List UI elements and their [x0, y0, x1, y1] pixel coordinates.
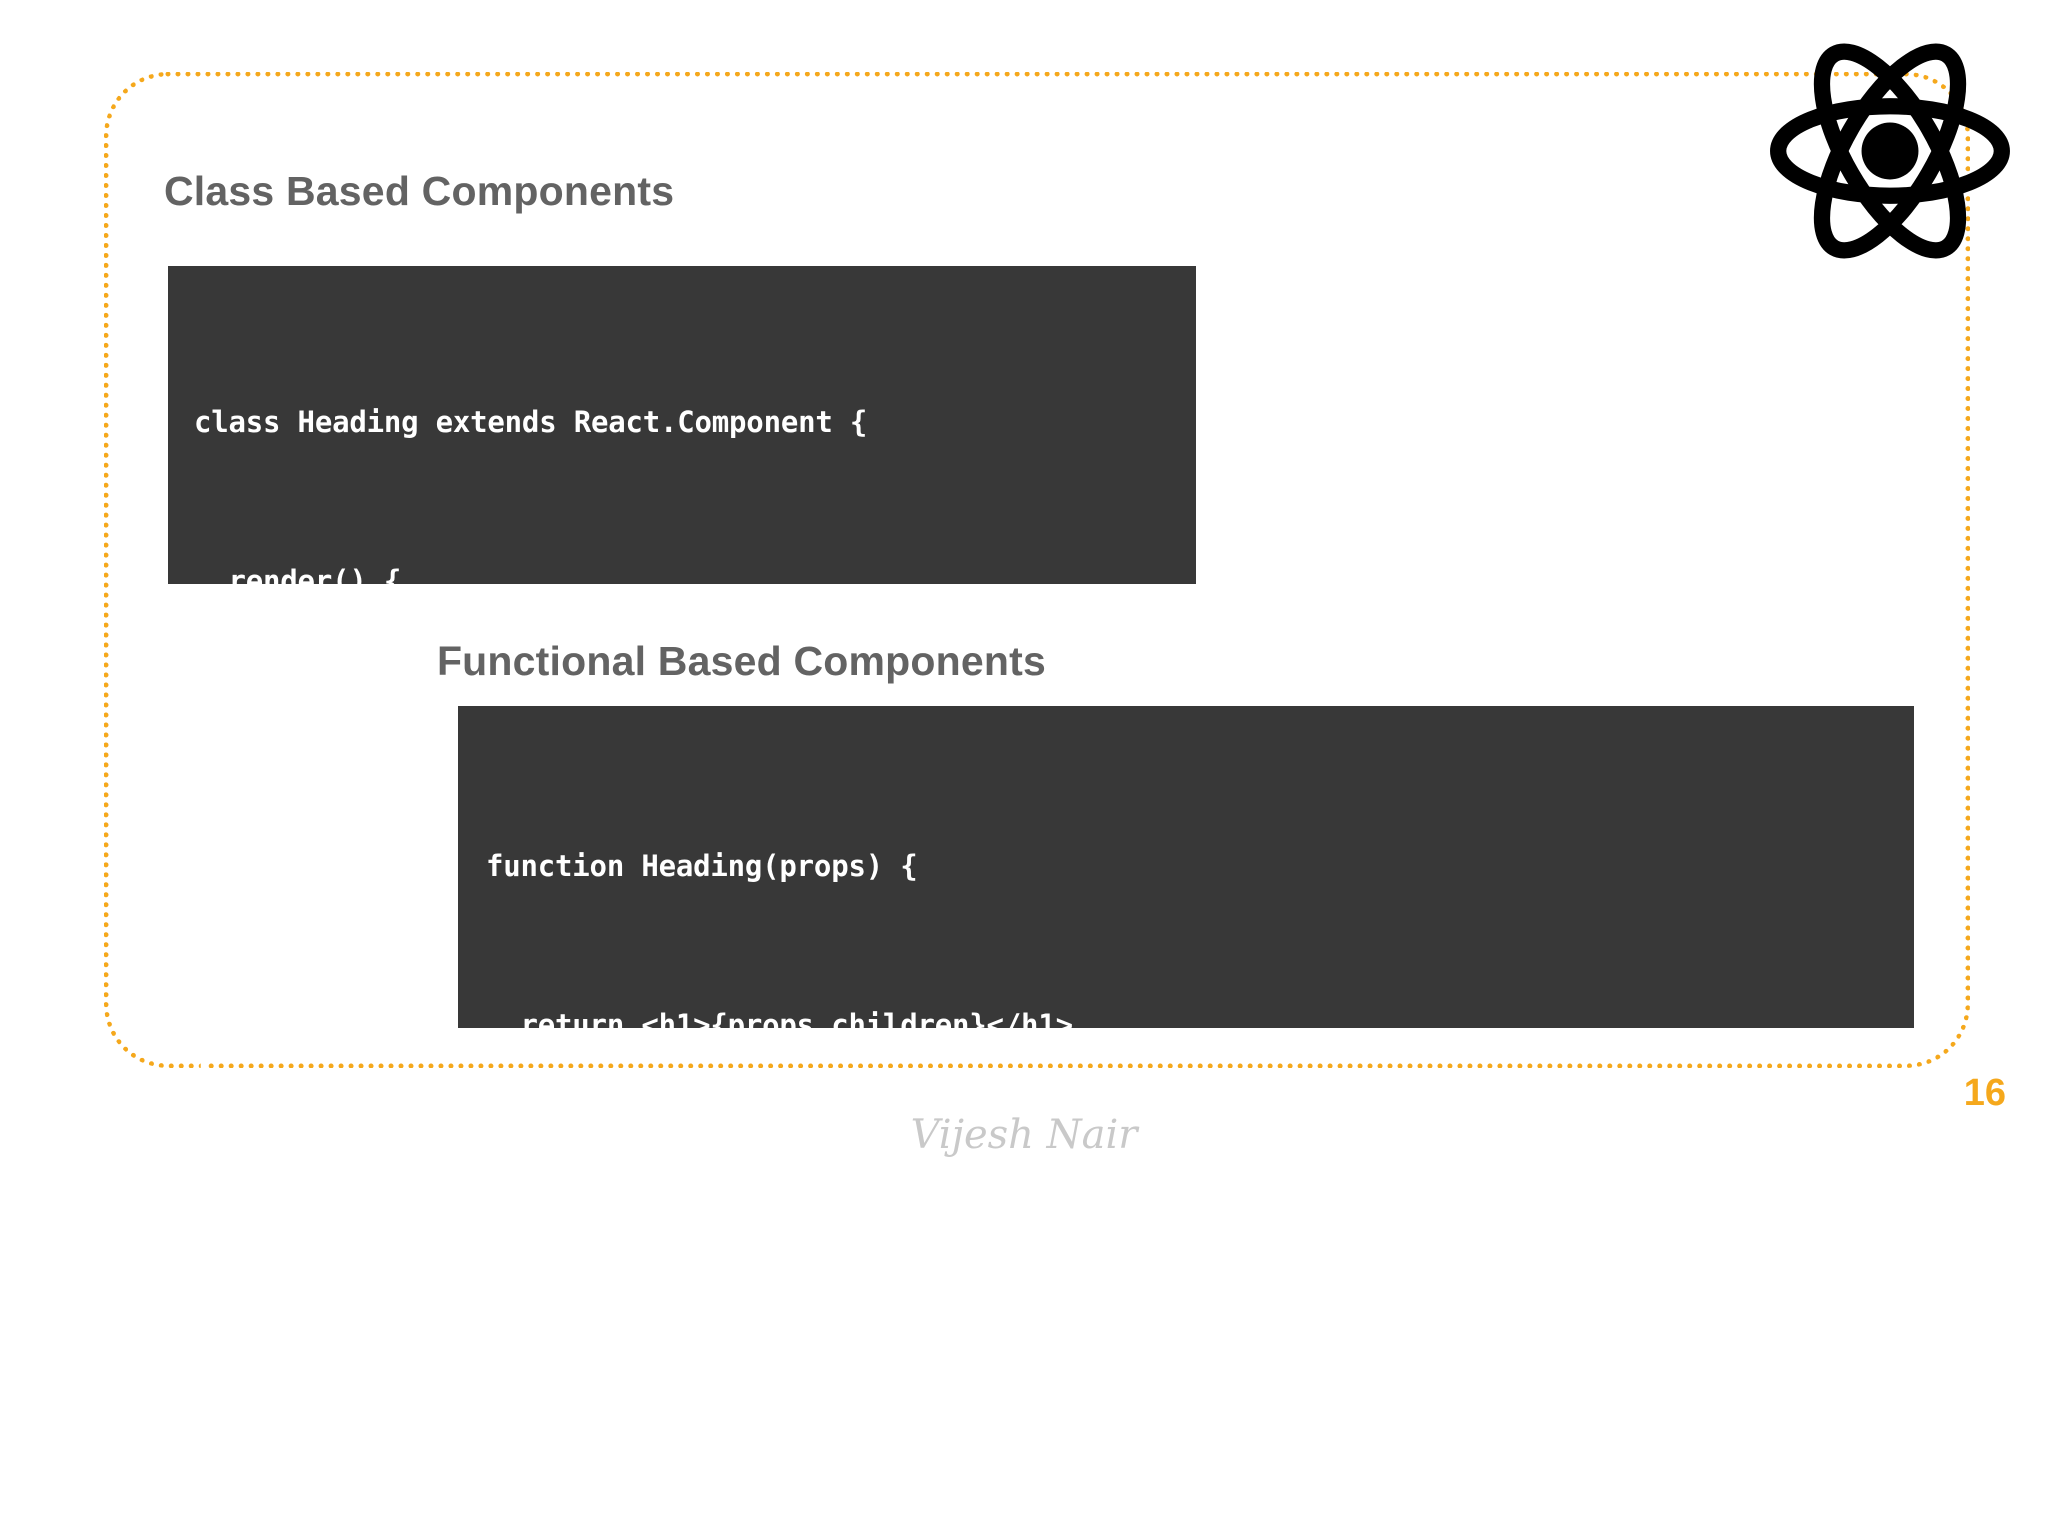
code-line: } — [194, 882, 246, 916]
code-line: class Heading extends React.Component { — [194, 405, 868, 439]
code-line: function Heading(props) { — [486, 849, 918, 883]
code-line: } — [194, 1041, 212, 1075]
page-number: 16 — [1963, 1072, 2006, 1114]
react-atom-logo — [1768, 38, 2012, 264]
code-line-blank — [486, 1317, 1914, 1318]
code-line: return <h1>{props.children}</h1> — [486, 1008, 1074, 1042]
code-line: render() { — [194, 564, 402, 598]
author-signature: Vijesh Nair — [910, 1112, 1138, 1158]
section-heading-functional-based: Functional Based Components — [436, 638, 1046, 684]
section-heading-class-based: Class Based Components — [164, 168, 675, 214]
code-block-functional-based: function Heading(props) { return <h1>{pr… — [458, 706, 1914, 1467]
code-line: } — [486, 1167, 504, 1201]
code-block-class-based: class Heading extends React.Component { … — [168, 266, 1196, 1075]
code-line: const Button = (props) => <button classN… — [486, 1433, 1643, 1467]
